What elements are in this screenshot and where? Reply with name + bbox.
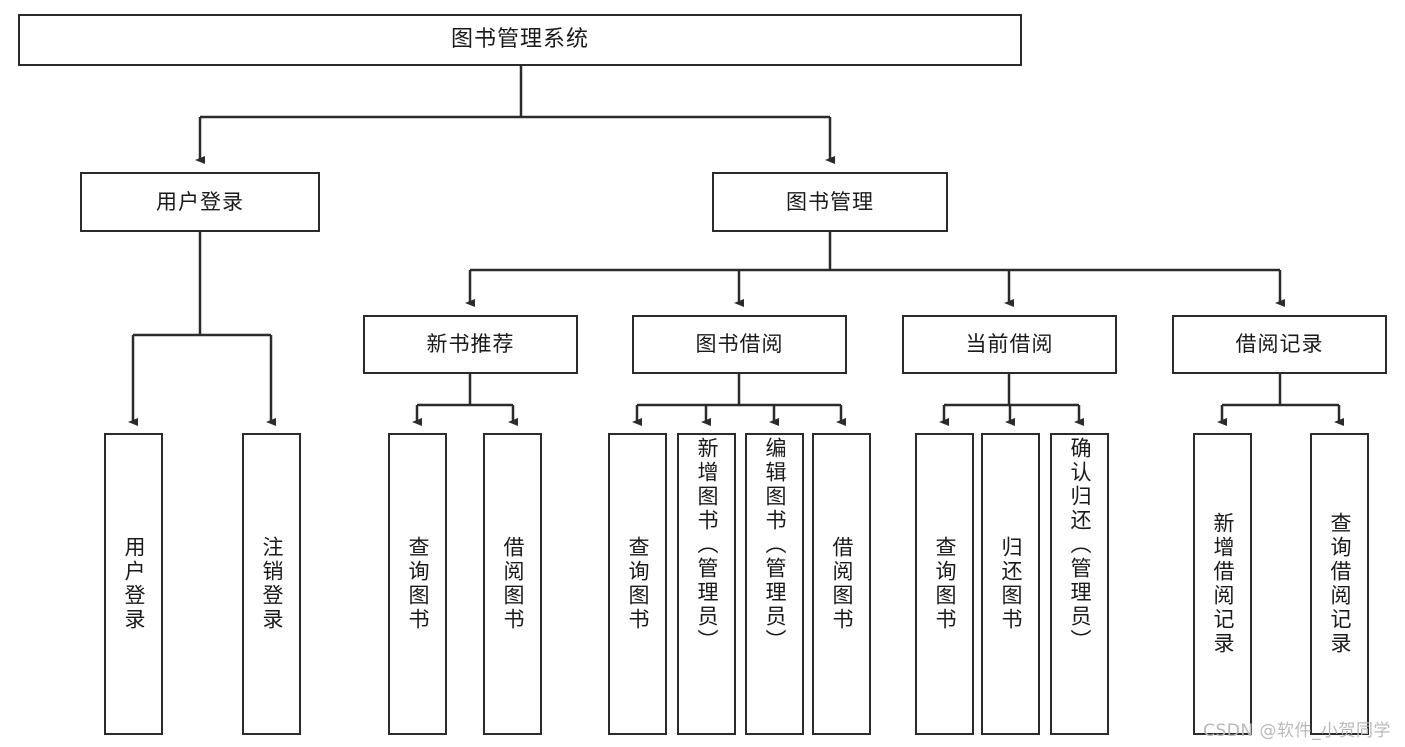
node-user-login[interactable]: 用户登录 [80,172,320,232]
leaf-label: 查询图书 [626,536,650,632]
leaf-label: 新增图书（管理员） [695,437,719,653]
leaf-confirm-return-admin[interactable]: 确认归还（管理员） [1050,433,1109,735]
leaf-query-borrow-record[interactable]: 查询借阅记录 [1310,433,1369,735]
leaf-label: 查询借阅记录 [1328,512,1352,656]
leaf-label: 归还图书 [999,536,1023,632]
leaf-query-book-current[interactable]: 查询图书 [915,433,974,735]
watermark: CSDN @软件_小贺同学 [1203,721,1391,741]
leaf-label: 新增借阅记录 [1211,512,1235,656]
node-new-book-recommend[interactable]: 新书推荐 [363,315,578,374]
leaf-borrow-book[interactable]: 借阅图书 [812,433,871,735]
leaf-label: 借阅图书 [830,536,854,632]
leaf-label: 确认归还（管理员） [1068,437,1092,653]
leaf-add-borrow-record[interactable]: 新增借阅记录 [1193,433,1252,735]
node-label: 图书管理系统 [450,27,589,53]
leaf-return-book[interactable]: 归还图书 [981,433,1040,735]
leaf-label: 借阅图书 [501,536,525,632]
node-root-book-management-system[interactable]: 图书管理系统 [18,14,1022,66]
node-label: 借阅记录 [1235,332,1324,357]
node-label: 用户登录 [156,189,244,214]
leaf-user-logout[interactable]: 注销登录 [242,433,301,735]
leaf-label: 注销登录 [260,536,284,632]
leaf-label: 查询图书 [406,536,430,632]
node-label: 图书借阅 [695,332,784,357]
leaf-query-book-borrow[interactable]: 查询图书 [608,433,667,735]
node-label: 图书管理 [786,189,874,214]
node-label: 当前借阅 [965,332,1054,357]
node-current-borrow[interactable]: 当前借阅 [902,315,1117,374]
leaf-borrow-book-recommend[interactable]: 借阅图书 [483,433,542,735]
leaf-query-book-recommend[interactable]: 查询图书 [388,433,447,735]
node-borrow-record[interactable]: 借阅记录 [1172,315,1387,374]
node-label: 新书推荐 [426,332,515,357]
node-book-borrow[interactable]: 图书借阅 [632,315,847,374]
leaf-label: 用户登录 [122,536,146,632]
leaf-label: 编辑图书（管理员） [763,437,787,653]
leaf-add-book-admin[interactable]: 新增图书（管理员） [677,433,736,735]
node-book-management[interactable]: 图书管理 [712,172,948,232]
leaf-label: 查询图书 [933,536,957,632]
leaf-user-login[interactable]: 用户登录 [104,433,163,735]
leaf-edit-book-admin[interactable]: 编辑图书（管理员） [745,433,804,735]
